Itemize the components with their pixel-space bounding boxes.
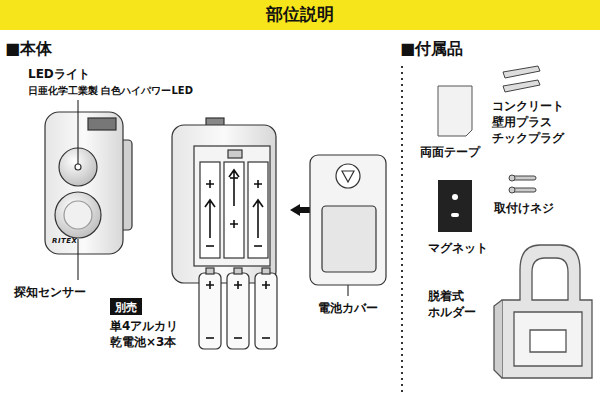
polarity-marks	[206, 281, 270, 338]
part-name: コンクリート 壁用プラス チックプラグ	[492, 98, 592, 147]
part-note: 日亜化学工業製 白色ハイパワーLED	[28, 84, 193, 98]
separator	[401, 66, 403, 395]
section-heading: ■本体	[5, 38, 52, 60]
brand-logo: RITEX	[52, 237, 77, 246]
part-name: 取付けネジ	[494, 200, 554, 216]
part-name: LEDライト	[28, 66, 90, 82]
part-name: 脱着式 ホルダー	[428, 288, 492, 320]
part-name: 単4アルカリ 乾電池×3本	[110, 318, 194, 350]
device-open	[172, 118, 276, 283]
part-name: 両面テープ	[420, 144, 480, 160]
screw	[509, 175, 536, 193]
title-band	[0, 0, 600, 30]
part-name: マグネット	[428, 240, 488, 256]
wall-plug	[503, 66, 540, 92]
polarity-marks	[205, 170, 263, 246]
magnet	[438, 180, 472, 232]
leader-line	[78, 100, 348, 296]
tag-box: 別売	[110, 298, 142, 315]
part-name: 探知センサー	[14, 284, 86, 300]
tag-text: 別売	[115, 301, 137, 314]
insert-arrow	[290, 204, 310, 216]
double-sided-tape	[438, 86, 472, 136]
battery	[199, 268, 277, 349]
battery-cover	[310, 155, 386, 285]
title: 部位説明	[0, 3, 600, 26]
part-name: 電池カバー	[318, 300, 378, 316]
device-front	[45, 112, 132, 254]
detachable-holder	[494, 245, 592, 378]
section-heading: ■付属品	[400, 38, 463, 60]
